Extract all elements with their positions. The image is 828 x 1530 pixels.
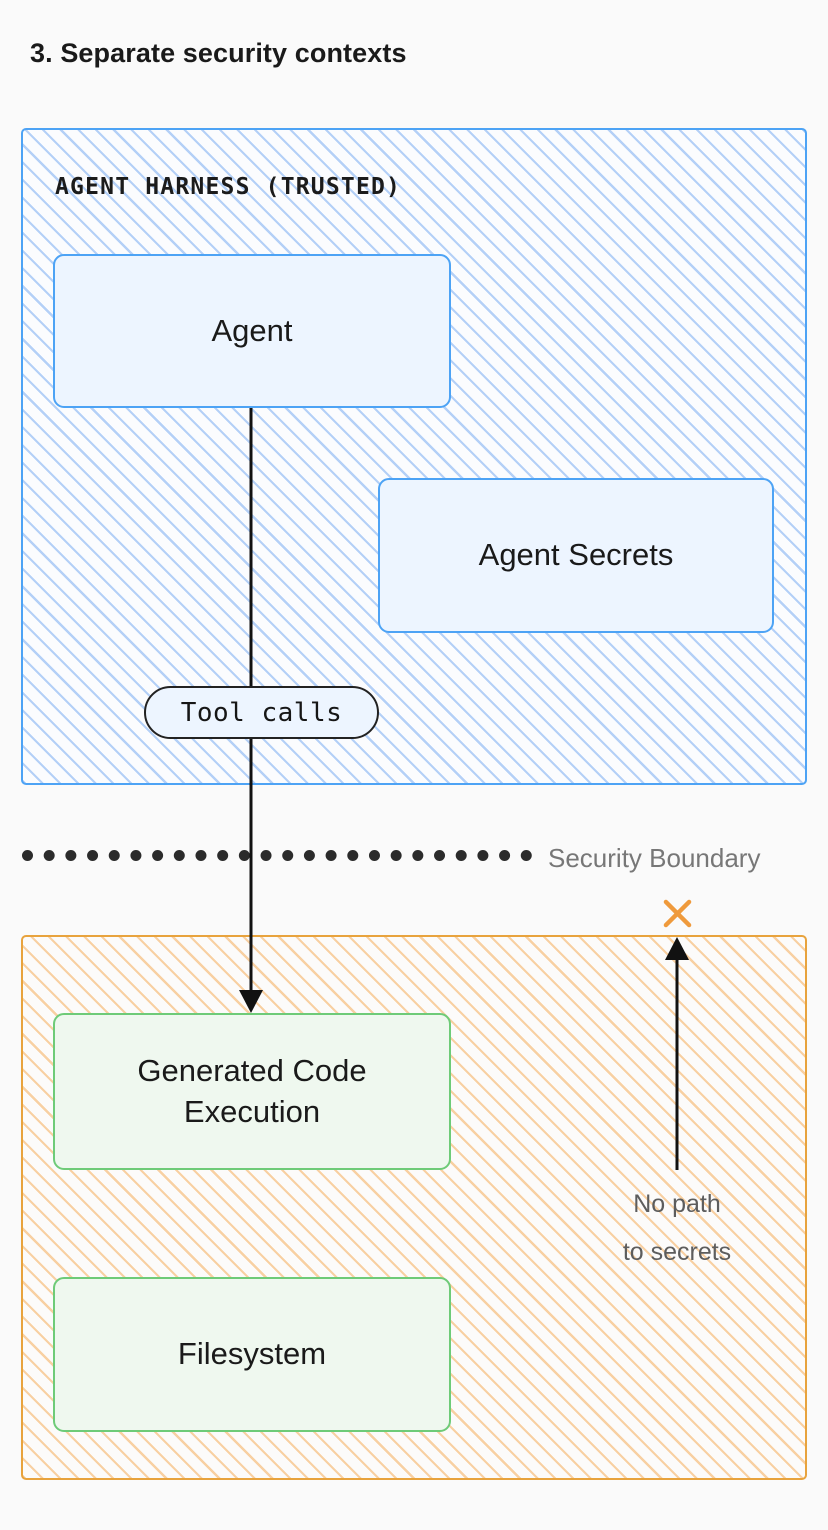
node-generated-code-execution-label-line1: Generated Code bbox=[137, 1052, 367, 1088]
edge-label-tool-calls: Tool calls bbox=[144, 686, 379, 739]
edge-caption-no-path-line1: No path bbox=[633, 1190, 721, 1218]
edge-caption-no-path-line2: to secrets bbox=[622, 1238, 732, 1266]
security-boundary-label: Security Boundary bbox=[548, 843, 761, 873]
zone-agent-harness-trusted bbox=[21, 128, 807, 785]
node-filesystem-label: Filesystem bbox=[177, 1336, 327, 1372]
zone-label-agent-harness: AGENT HARNESS (TRUSTED) bbox=[55, 174, 402, 200]
node-generated-code-execution[interactable]: Generated Code Execution bbox=[53, 1013, 451, 1170]
edge-caption-no-path: No path to secrets bbox=[577, 1180, 777, 1276]
node-agent-secrets[interactable]: Agent Secrets bbox=[378, 478, 774, 633]
node-agent[interactable]: Agent bbox=[53, 254, 451, 408]
node-generated-code-execution-label: Generated Code Execution bbox=[137, 1051, 366, 1133]
node-agent-secrets-label: Agent Secrets bbox=[478, 537, 674, 573]
node-agent-label: Agent bbox=[211, 312, 293, 348]
page-title: 3. Separate security contexts bbox=[30, 38, 407, 68]
blocked-x-icon bbox=[663, 899, 692, 928]
security-boundary-line bbox=[22, 850, 532, 861]
node-generated-code-execution-label-line2: Execution bbox=[183, 1093, 321, 1129]
node-filesystem[interactable]: Filesystem bbox=[53, 1277, 451, 1432]
